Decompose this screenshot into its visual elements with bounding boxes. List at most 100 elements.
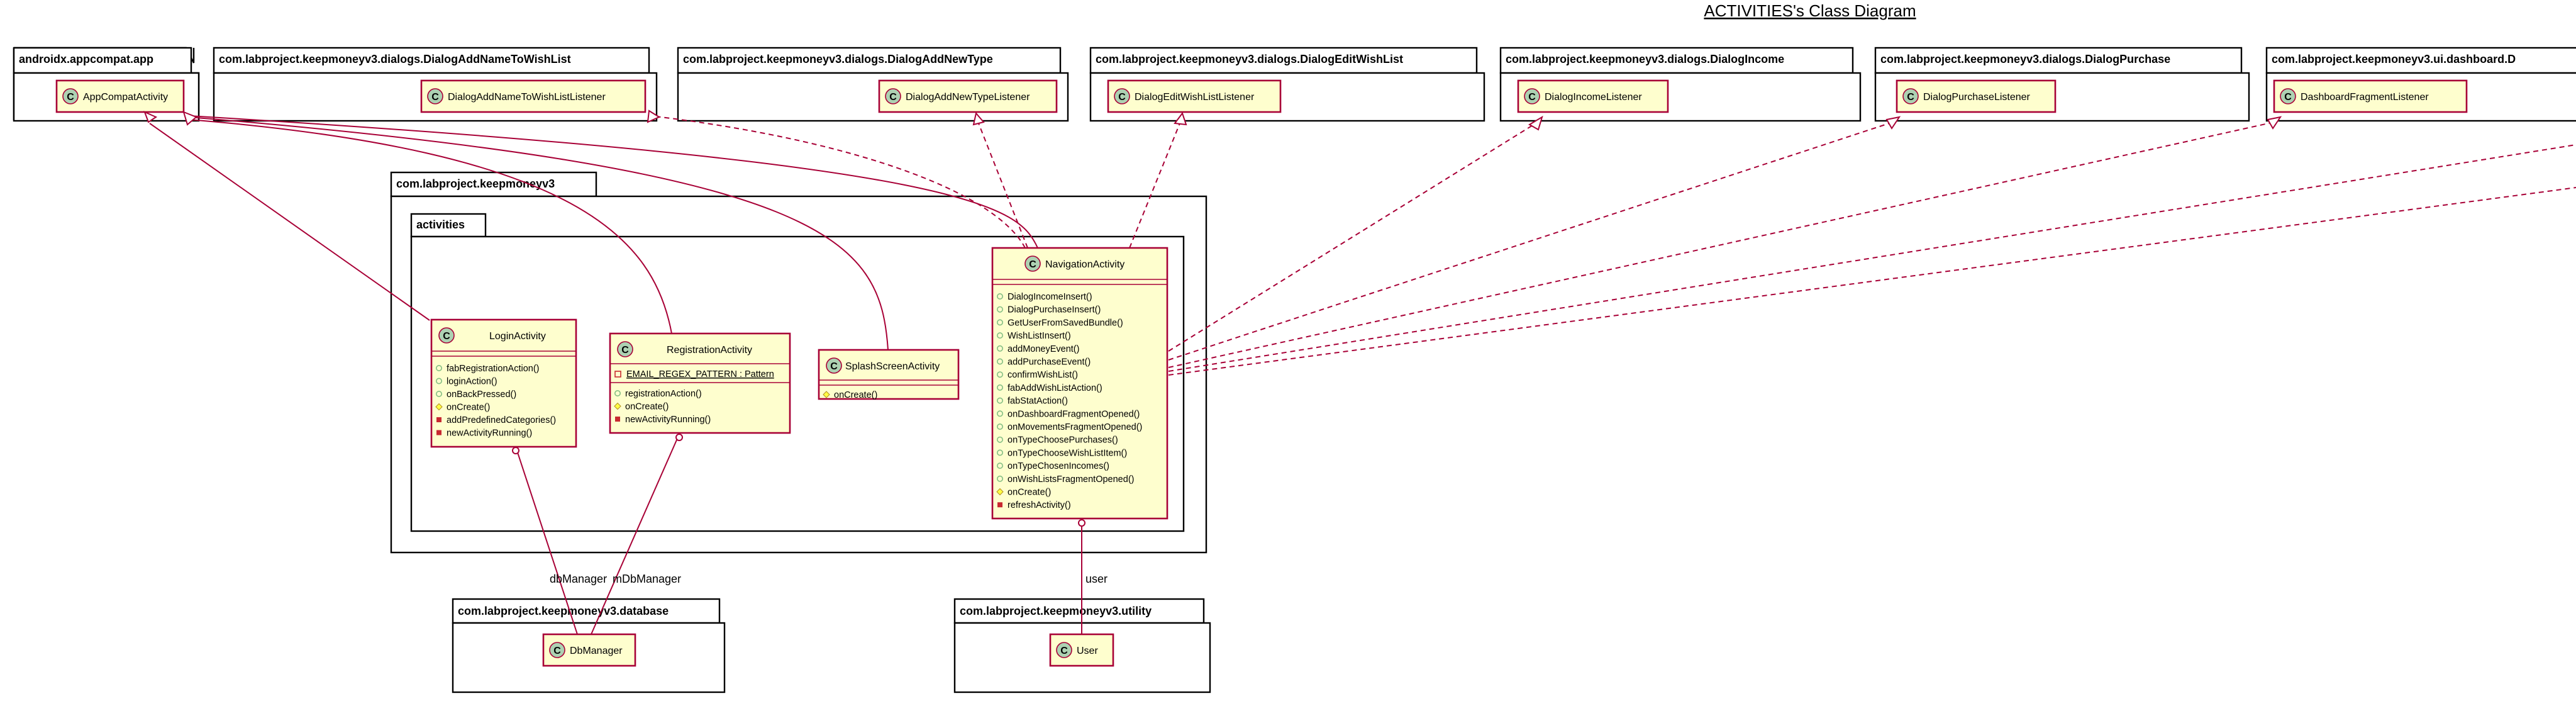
class-name: DialogIncomeListener [1545, 92, 1642, 103]
method-name: addPredefinedCategories() [447, 415, 556, 425]
public-visibility-icon [997, 306, 1004, 313]
class-name: LoginActivity [489, 331, 546, 342]
protected-visibility-icon [614, 402, 621, 410]
role-label: dbManager [550, 573, 607, 585]
svg-text:C: C [889, 92, 897, 103]
svg-text:C: C [830, 361, 838, 372]
private-visibility-icon [997, 502, 1002, 508]
class-name: RegistrationActivity [667, 345, 752, 356]
class-name: DialogAddNameToWishListListener [448, 92, 606, 103]
public-visibility-icon [997, 319, 1004, 326]
role-label: mDbManager [613, 573, 681, 585]
package-label: com.labproject.keepmoneyv3.database [458, 605, 669, 617]
extends-edge-login [149, 123, 430, 321]
public-visibility-icon [997, 397, 1004, 404]
method-name: onCreate() [1008, 488, 1051, 498]
class-add-type-listener: C DialogAddNewTypeListener [878, 79, 1058, 113]
class-name: DashboardFragmentListener [2301, 92, 2429, 103]
svg-text:C: C [2284, 92, 2292, 103]
class-name: DialogAddNewTypeListener [906, 92, 1030, 103]
svg-text:C: C [553, 646, 561, 656]
package-label: com.labproject.keepmoneyv3.utility [960, 605, 1152, 617]
class-edit-wish-listener: C DialogEditWishListListener [1107, 79, 1282, 113]
method-name: onCreate() [625, 402, 669, 412]
method-name: registrationAction() [625, 389, 702, 399]
method-name: onTypeChosenIncomes() [1008, 461, 1109, 471]
role-label: user [1085, 573, 1108, 585]
svg-text:C: C [431, 92, 439, 103]
method-list: fabRegistrationAction()loginAction()onBa… [435, 364, 556, 439]
implements-edge-edit-wish [1129, 123, 1180, 249]
method-name: GetUserFromSavedBundle() [1008, 318, 1123, 328]
aggregation-diamond [512, 447, 519, 454]
method-name: onTypeChooseWishListItem() [1008, 448, 1127, 458]
package-label: com.labproject.keepmoneyv3.dialogs.Dialo… [219, 53, 571, 65]
public-visibility-icon [997, 371, 1004, 378]
public-visibility-icon [997, 345, 1004, 352]
svg-text:C: C [1907, 92, 1914, 103]
aggregation-diamond [1078, 519, 1085, 527]
class-name: User [1077, 646, 1098, 656]
implements-arrowhead [1528, 115, 1543, 131]
public-visibility-icon [997, 463, 1004, 469]
svg-text:C: C [443, 331, 450, 342]
method-name: fabAddWishListAction() [1008, 383, 1102, 393]
public-visibility-icon [997, 410, 1004, 417]
public-visibility-icon [997, 449, 1004, 456]
class-appcompat-activity: C AppCompatActivity [55, 79, 185, 113]
private-visibility-icon [436, 430, 441, 435]
public-visibility-icon [614, 390, 621, 396]
method-name: onTypeChoosePurchases() [1008, 435, 1118, 446]
private-visibility-icon [615, 417, 620, 422]
public-visibility-icon [435, 378, 442, 384]
class-income-listener: C DialogIncomeListener [1517, 79, 1669, 113]
public-visibility-icon [997, 475, 1004, 482]
class-name: AppCompatActivity [83, 92, 168, 103]
method-name: refreshActivity() [1008, 500, 1071, 510]
implements-arrowhead [1174, 111, 1187, 126]
method-list: registrationAction() onCreate() newActivit… [614, 389, 711, 425]
implements-arrowhead [647, 109, 661, 123]
method-name: newActivityRunning() [447, 429, 532, 439]
method-list: onCreate() [823, 390, 877, 400]
svg-text:C: C [621, 345, 629, 356]
class-user: C User [1049, 633, 1114, 667]
package-label: androidx.appcompat.app [19, 53, 153, 65]
extends-arrowhead [182, 111, 197, 126]
method-name: DialogPurchaseInsert() [1008, 305, 1101, 315]
method-name: loginAction() [447, 377, 497, 387]
implements-edge-add-name [650, 115, 1026, 249]
diagram-title: ACTIVITIES's Class Diagram [1704, 1, 1916, 20]
implements-edge-offscreen-1 [1168, 144, 2576, 372]
class-name: DialogEditWishListListener [1135, 92, 1255, 103]
implements-edge-add-type [978, 123, 1028, 249]
svg-text:C: C [1118, 92, 1126, 103]
class-splash-activity: C SplashScreenActivity onCreate() [818, 349, 960, 400]
implements-arrowhead [2267, 116, 2282, 130]
method-list: DialogIncomeInsert() DialogPurchaseInsert… [996, 292, 1142, 510]
method-name: DialogIncomeInsert() [1008, 292, 1092, 302]
svg-text:C: C [67, 92, 74, 103]
method-name: onMovementsFragmentOpened() [1008, 422, 1142, 432]
aggregation-registration-db [591, 434, 680, 635]
method-name: onCreate() [834, 390, 877, 400]
implements-edge-purchase [1168, 121, 1894, 361]
svg-text:C: C [1029, 259, 1036, 270]
method-name: onDashboardFragmentOpened() [1008, 409, 1140, 419]
public-visibility-icon [997, 293, 1004, 300]
class-navigation-activity: C NavigationActivity DialogIncomeInsert(… [991, 247, 1169, 520]
class-login-activity: C LoginActivity fabRegistrationAction()l… [430, 318, 577, 448]
method-name: newActivityRunning() [625, 415, 711, 425]
implements-edge-income [1168, 123, 1536, 352]
svg-text:C: C [1528, 92, 1536, 103]
protected-visibility-icon [435, 403, 443, 411]
public-visibility-icon [997, 358, 1004, 365]
method-name: onBackPressed() [447, 390, 516, 400]
public-visibility-icon [997, 436, 1004, 443]
implements-edge-offscreen-2 [1168, 187, 2576, 376]
class-purchase-listener: C DialogPurchaseListener [1896, 79, 2057, 113]
package-label: com.labproject.keepmoneyv3.dialogs.Dialo… [1880, 53, 2170, 65]
method-name: addMoneyEvent() [1008, 344, 1079, 354]
class-add-name-listener: C DialogAddNameToWishListListener [420, 79, 647, 113]
class-name: DbManager [570, 646, 623, 656]
